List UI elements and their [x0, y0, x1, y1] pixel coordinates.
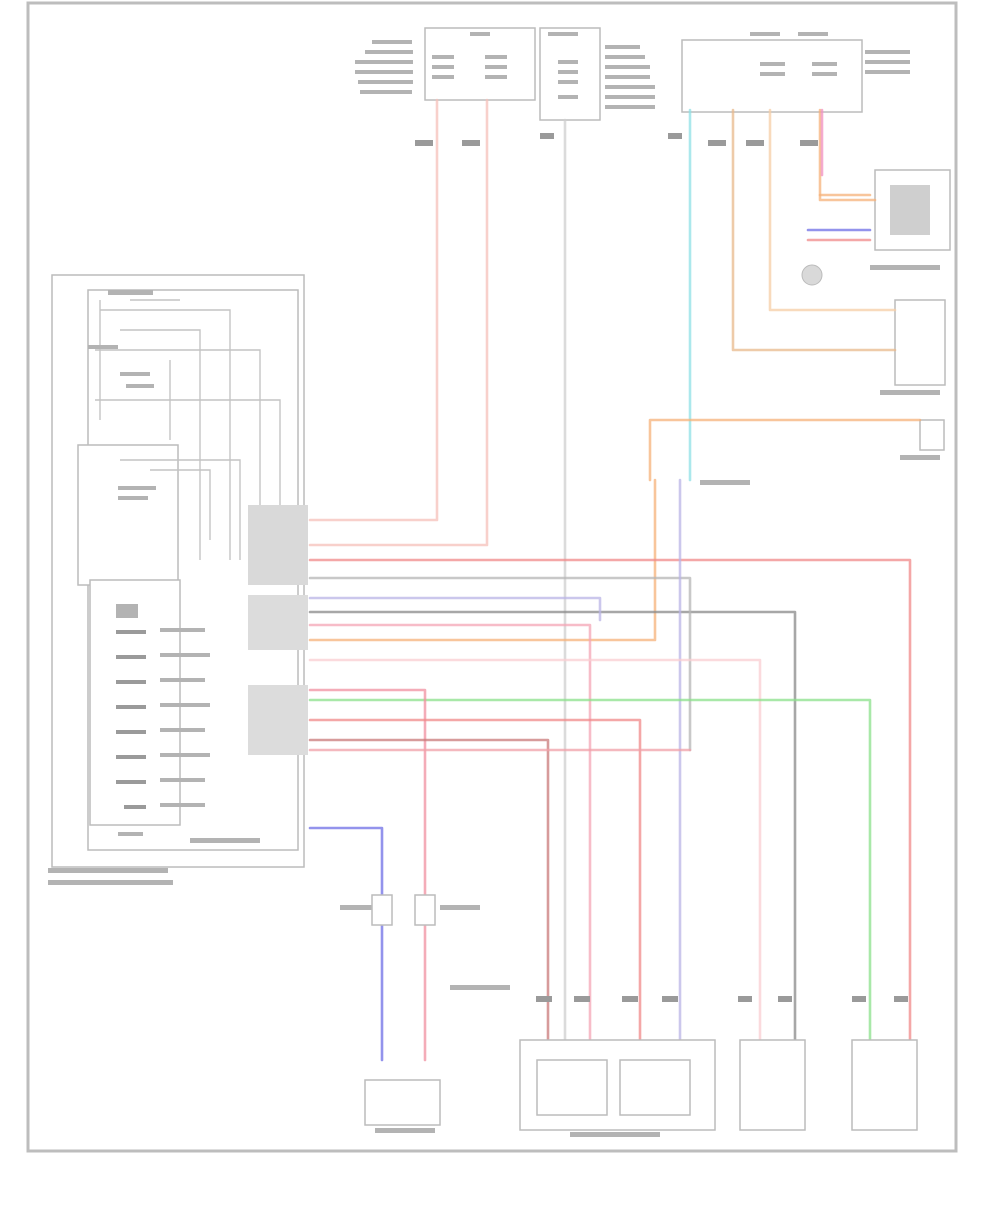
motor-left [739, 1039, 806, 1131]
junction-label [700, 480, 750, 485]
motor-right [851, 1039, 918, 1131]
module-bottom-label [190, 838, 260, 843]
wire-pink-light [308, 658, 762, 1042]
pin-row [116, 680, 146, 684]
top-fuse-box-1 [424, 27, 536, 101]
wire-orange-top [818, 108, 877, 202]
wire-gray-long [308, 610, 797, 1042]
right-small-connector [919, 419, 945, 451]
switch-connector-2 [414, 894, 436, 926]
module-label-3 [120, 372, 150, 376]
switch-note-label [450, 985, 510, 990]
wire-dark-red [308, 738, 550, 1042]
switch-component-label [375, 1128, 435, 1133]
wire-lavender [308, 596, 602, 622]
wires [308, 98, 922, 1062]
pin-label [160, 728, 205, 732]
control-module-subpanel [77, 444, 179, 586]
bottom-components [340, 894, 918, 1137]
wire-red-mid [308, 718, 642, 1042]
switch-label-right [440, 905, 480, 910]
top-components [355, 27, 910, 146]
module-caption-line-1 [48, 868, 168, 873]
relay-component-core [890, 185, 930, 235]
pin-label [118, 832, 143, 836]
diagram-frame [26, 1, 958, 1153]
sensor-label [880, 390, 940, 395]
wire-pink-2 [308, 98, 489, 547]
control-module [48, 274, 308, 885]
pin-label [160, 753, 210, 757]
pin-row [116, 730, 146, 734]
wire-tan-1 [731, 108, 897, 352]
connector-pin-list [116, 628, 210, 836]
top-left-label-block [355, 40, 413, 94]
pin-row [116, 755, 146, 759]
module-label-6 [118, 496, 148, 500]
wire-gray-mid [308, 576, 692, 752]
ground-symbol [801, 264, 823, 286]
switch-label-left [340, 905, 380, 910]
wire-green [308, 698, 872, 1042]
module-label-2 [88, 345, 118, 349]
module-label-4 [126, 384, 154, 388]
pin-row [116, 705, 146, 709]
internal-traces [95, 299, 281, 560]
switch-connector-1 [371, 894, 393, 926]
pin-label [160, 653, 210, 657]
pin-row [124, 805, 146, 809]
right-components [700, 169, 951, 485]
top-fuse-box-1-labels [432, 32, 507, 79]
module-terminal-block-3 [248, 685, 308, 755]
control-module-connector-block [89, 579, 181, 826]
wire-orange-down [308, 478, 657, 642]
pin-row [116, 655, 146, 659]
top-fuse-box-3-labels [750, 32, 910, 76]
wire-pink-lower [308, 623, 592, 1042]
actuator-1 [536, 1059, 608, 1116]
pin-row [116, 780, 146, 784]
wire-tan-2 [768, 108, 897, 312]
switch-component [364, 1079, 441, 1126]
pin-label [160, 803, 205, 807]
pin-label [160, 628, 205, 632]
module-label-5 [118, 486, 156, 490]
module-terminal-block-2 [248, 595, 308, 650]
module-label-1 [108, 290, 153, 295]
top-wire-tags [415, 133, 818, 146]
wire-blue-switch [308, 826, 384, 1062]
actuator-2 [619, 1059, 691, 1116]
pin-label [160, 703, 210, 707]
module-caption-line-2 [48, 880, 173, 885]
wire-pink-1 [308, 98, 439, 522]
pin-label [160, 678, 205, 682]
sensor-component [894, 299, 946, 386]
pin-row [116, 630, 146, 634]
module-terminal-block-1 [248, 505, 308, 585]
right-small-label [900, 455, 940, 460]
pin-label [160, 778, 205, 782]
bottom-wire-tags [536, 996, 908, 1002]
module-label-7 [116, 604, 138, 618]
wire-orange-long [648, 418, 922, 482]
top-fuse-box-2-labels [548, 32, 655, 109]
relay-label [870, 265, 940, 270]
wire-red-long [308, 558, 912, 1042]
actuator-group-label [570, 1132, 660, 1137]
wire-red-switch [308, 688, 427, 1062]
